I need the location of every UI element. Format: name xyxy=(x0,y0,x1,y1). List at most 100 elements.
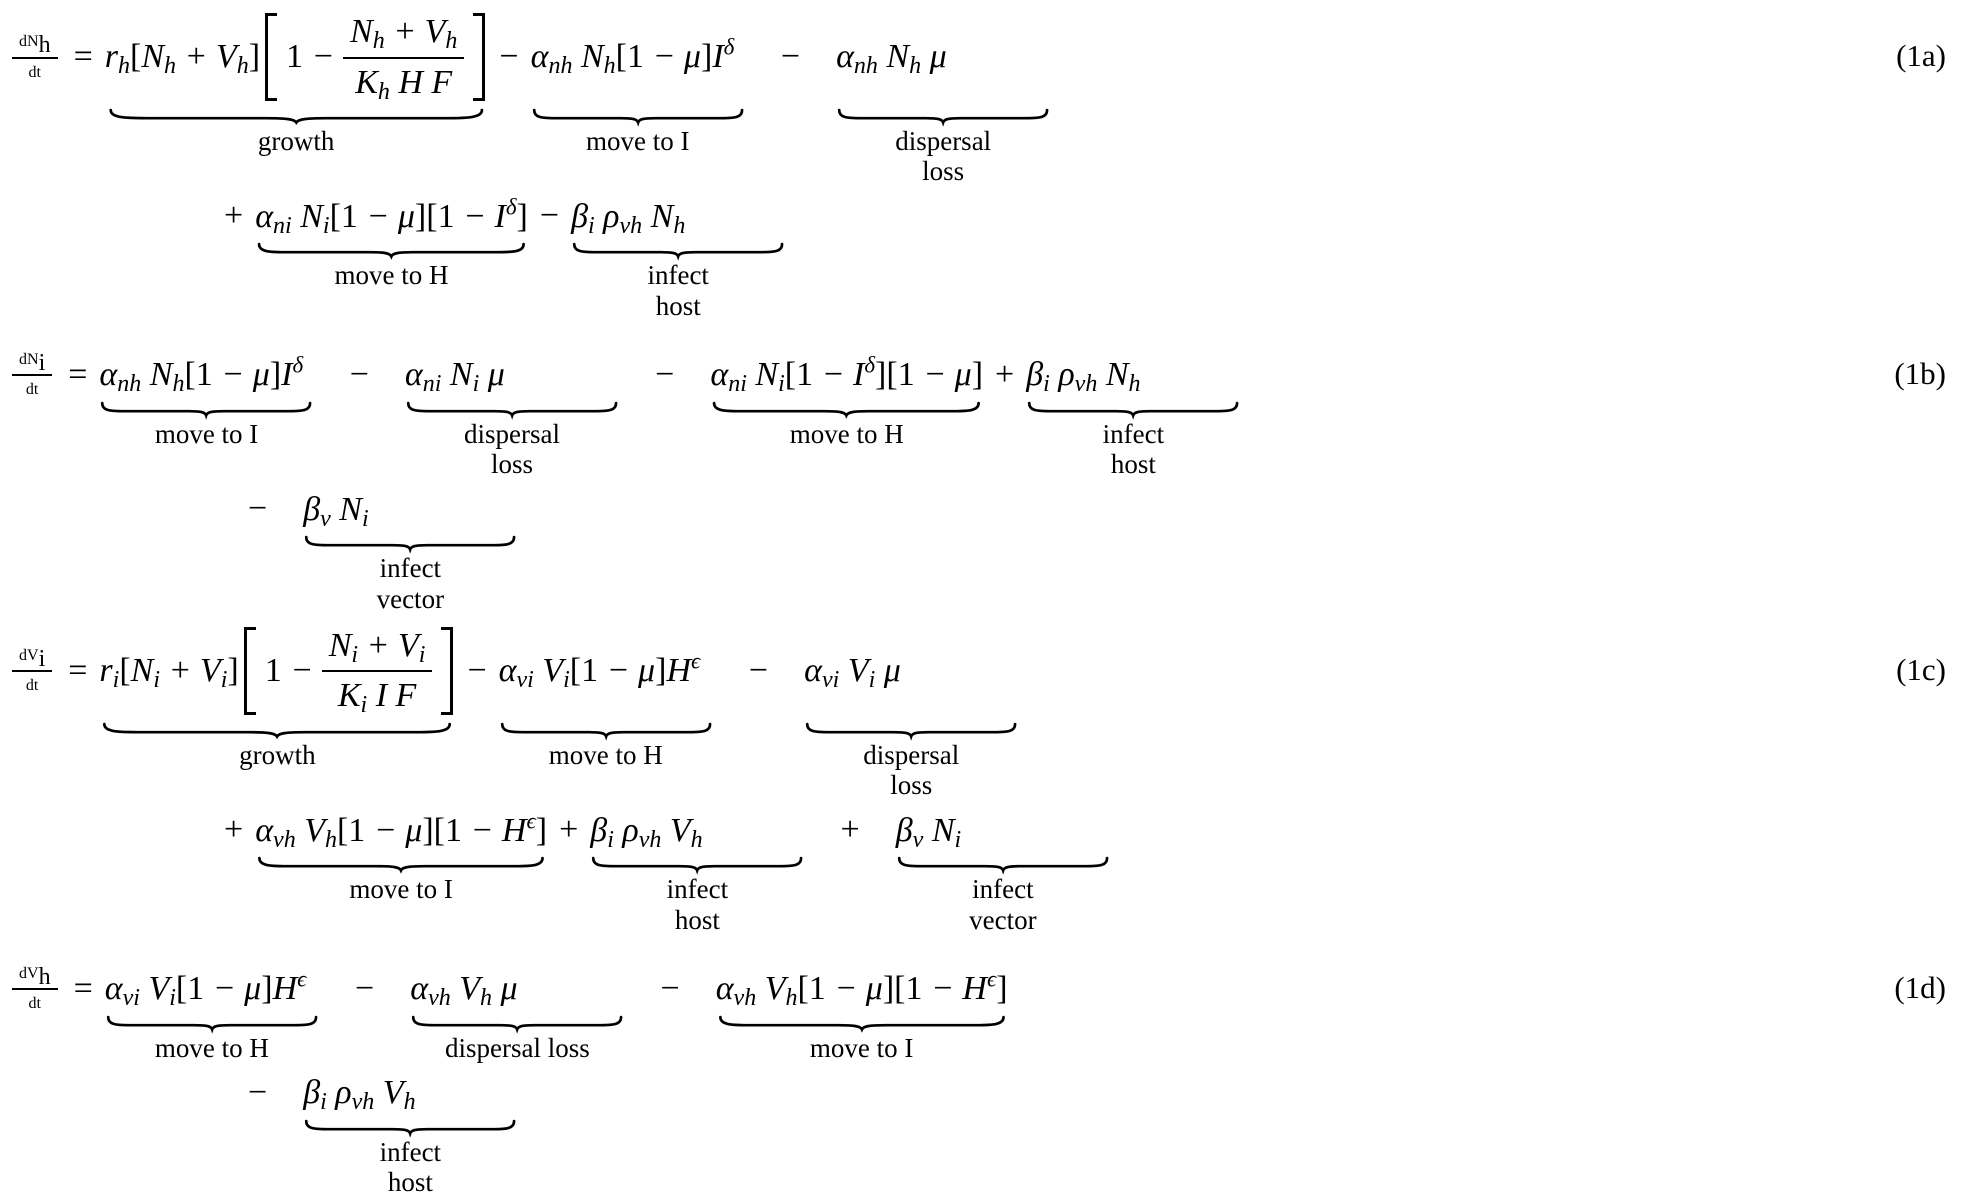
term-label: infect vector xyxy=(376,553,445,614)
plus-sign: + xyxy=(224,197,244,235)
minus-sign: − xyxy=(355,969,375,1007)
equation-1d: (1d) dVh dt = αvi Vi[1 − μ]Hϵ move to H … xyxy=(12,965,1968,1198)
growth-prefix: rh[Nh + Vh] xyxy=(104,38,261,80)
term-label: infect vector xyxy=(969,874,1037,935)
derivative-fraction: dNi dt xyxy=(12,351,53,399)
term-move-to-I: αnh Nh[1 − μ]Iδ move to I xyxy=(99,351,313,449)
underbrace-icon xyxy=(105,108,488,123)
underbrace-icon xyxy=(304,536,516,552)
term-move-to-I: αvh Vh[1 − μ][1 − Hϵ] move to I xyxy=(716,965,1008,1063)
lhs-dVh-dt: dVh dt xyxy=(12,965,62,1013)
right-bracket xyxy=(441,626,454,715)
equation-1b-line-2: − βv Ni infect vector xyxy=(212,485,1968,614)
minus-sign: − xyxy=(660,969,680,1007)
logistic-fraction: Ni + Vi Ki I F xyxy=(321,627,433,717)
term-move-to-I: αnh Nh[1 − μ]Iδ move to I xyxy=(531,8,745,156)
equation-1a-line-2: + αni Ni[1 − μ][1 − Iδ] move to H − βi ρ… xyxy=(212,192,1968,321)
logistic-fraction: Nh + Vh Kh H F xyxy=(343,13,465,105)
term-infect-host: βi ρvh Vh infect host xyxy=(590,806,804,935)
term-dispersal-loss: αvi Vi μ dispersal loss xyxy=(804,622,1018,800)
plus-sign: + xyxy=(559,811,579,849)
underbrace-icon xyxy=(837,108,1049,124)
equation-number-1a: (1a) xyxy=(1896,38,1946,73)
underbrace-icon xyxy=(257,856,545,873)
plus-sign: + xyxy=(224,811,244,849)
term-move-to-I: αvh Vh[1 − μ][1 − Hϵ] move to I xyxy=(255,806,547,904)
term-label: dispersal loss xyxy=(444,1032,590,1063)
right-bracket xyxy=(473,13,486,101)
term-expression: βi ρvh Vh xyxy=(590,811,703,853)
term-label: move to H xyxy=(154,1032,269,1063)
equals-sign: = xyxy=(73,38,93,75)
equals-sign: = xyxy=(73,969,93,1007)
one-minus: 1 − xyxy=(286,38,343,76)
term-label: dispersal loss xyxy=(895,126,992,187)
plus-sign: + xyxy=(840,811,860,849)
minus-sign: − xyxy=(248,490,268,528)
underbrace-icon xyxy=(500,722,712,738)
term-label: move to H xyxy=(789,418,904,449)
equation-number-1b: (1b) xyxy=(1894,355,1946,391)
term-label: growth xyxy=(239,739,316,770)
one-minus: 1 − xyxy=(264,652,322,690)
left-bracket xyxy=(243,626,256,715)
underbrace-icon xyxy=(592,857,803,873)
fraction-denominator: Kh H F xyxy=(355,63,453,105)
term-expression: αvh Vh μ xyxy=(410,970,518,1012)
term-dispersal-loss: αvh Vh μ dispersal loss xyxy=(410,965,624,1063)
derivative-numerator: dVi xyxy=(12,647,53,673)
derivative-numerator: dNh xyxy=(12,33,58,59)
term-expression: αni Ni μ xyxy=(404,356,505,398)
derivative-denominator: dt xyxy=(25,677,39,695)
term-move-to-H: αni Ni[1 − Iδ][1 − μ] move to H xyxy=(710,351,983,449)
term-label: dispersal loss xyxy=(863,739,960,801)
term-label: move to I xyxy=(349,874,453,905)
term-expression: αvi Vi[1 − μ]Hϵ xyxy=(498,648,701,694)
minus-sign: − xyxy=(780,38,801,75)
derivative-fraction: dVh dt xyxy=(12,965,58,1013)
term-expression: βv Ni xyxy=(895,811,962,853)
underbrace-icon xyxy=(304,1119,516,1135)
equation-1a: (1a) dNh dt = rh[Nh + Vh] 1 − Nh + Vh Kh… xyxy=(12,8,1968,321)
equation-1b-line-1: dNi dt = αnh Nh[1 − μ]Iδ move to I − αni… xyxy=(12,351,1968,479)
equation-1d-line-1: dVh dt = αvi Vi[1 − μ]Hϵ move to H − αvh… xyxy=(12,965,1968,1063)
underbrace-icon xyxy=(101,401,312,417)
term-expression: αnh Nh[1 − μ]Iδ xyxy=(99,352,304,398)
underbrace-icon xyxy=(712,401,981,418)
underbrace-icon xyxy=(805,722,1017,738)
term-expression: αvi Vi μ xyxy=(804,652,901,694)
minus-sign: − xyxy=(467,651,487,689)
term-label: dispersal loss xyxy=(464,418,561,480)
term-expression: αvh Vh[1 − μ][1 − Hϵ] xyxy=(255,808,548,853)
term-label: infect host xyxy=(666,874,729,935)
underbrace-icon xyxy=(532,108,744,124)
growth-expression: rh[Nh + Vh] 1 − Nh + Vh Kh H F xyxy=(105,8,488,106)
term-label: move to I xyxy=(154,418,259,449)
minus-sign: − xyxy=(748,651,769,689)
term-expression: βi ρvh Nh xyxy=(1026,356,1141,398)
term-expression: βi ρvh Vh xyxy=(303,1074,416,1116)
term-label: growth xyxy=(257,126,335,156)
term-dispersal-loss: αni Ni μ dispersal loss xyxy=(405,351,619,479)
underbrace-icon xyxy=(897,857,1109,873)
term-dispersal-loss: αnh Nh μ dispersal loss xyxy=(836,8,1050,186)
equation-number-1c: (1c) xyxy=(1896,651,1946,687)
term-expression: αnh Nh μ xyxy=(836,38,947,80)
equation-number-1d: (1d) xyxy=(1894,969,1946,1005)
equation-1d-line-2: − βi ρvh Vh infect host xyxy=(212,1069,1968,1197)
underbrace-icon xyxy=(718,1014,1006,1032)
term-label: infect host xyxy=(1102,418,1165,480)
equation-1c-line-2: + αvh Vh[1 − μ][1 − Hϵ] move to I + βi ρ… xyxy=(212,806,1968,935)
derivative-numerator: dVh xyxy=(12,965,58,991)
lhs-dNi-dt: dNi dt xyxy=(12,351,56,399)
term-expression: αni Ni[1 − Iδ][1 − μ] xyxy=(710,352,984,398)
term-expression: αni Ni[1 − μ][1 − Iδ] xyxy=(255,194,528,239)
derivative-denominator: dt xyxy=(28,63,41,81)
equation-1b: (1b) dNi dt = αnh Nh[1 − μ]Iδ move to I … xyxy=(12,351,1968,614)
plus-sign: + xyxy=(995,355,1015,393)
equals-sign: = xyxy=(68,651,88,689)
equation-1c: (1c) dVi dt = ri[Ni + Vi] 1 − Ni + Vi Ki… xyxy=(12,622,1968,935)
term-move-to-H: αvi Vi[1 − μ]Hϵ move to H xyxy=(499,622,713,770)
term-infect-vector: βv Ni infect vector xyxy=(895,806,1110,935)
minus-sign: − xyxy=(349,355,369,393)
